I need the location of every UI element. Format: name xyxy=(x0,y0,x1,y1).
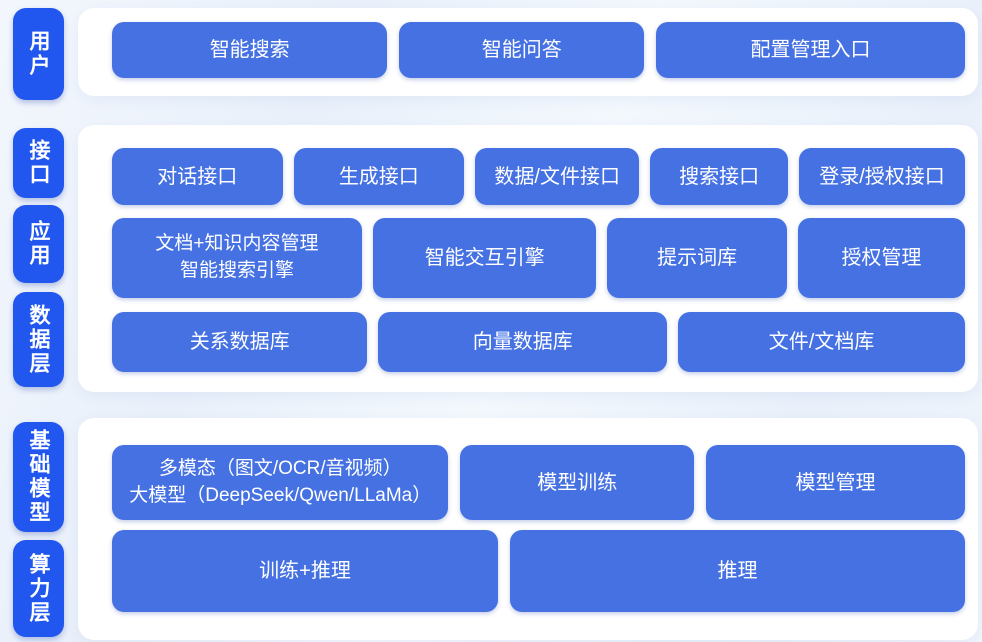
block-training-plus-inference: 训练+推理 xyxy=(112,530,499,612)
layer-pill-base-model: 基础模型 xyxy=(13,422,64,532)
block-dialog-api: 对话接口 xyxy=(112,148,283,205)
layer-pill-user: 用户 xyxy=(13,8,64,100)
block-prompt-library: 提示词库 xyxy=(607,218,787,298)
block-model-management: 模型管理 xyxy=(705,445,965,520)
layer-pill-user-label: 用户 xyxy=(27,30,50,78)
row-compute: 训练+推理 推理 xyxy=(112,530,965,612)
block-authorization-management: 授权管理 xyxy=(797,218,966,298)
row-interfaces: 对话接口 生成接口 数据/文件接口 搜索接口 登录/授权接口 xyxy=(112,148,965,205)
block-model-training: 模型训练 xyxy=(460,445,694,520)
card-middle-layers: 对话接口 生成接口 数据/文件接口 搜索接口 登录/授权接口 文档+知识内容管理… xyxy=(78,125,978,392)
layer-pill-compute-layer-label: 算力层 xyxy=(27,552,50,625)
block-vector-database: 向量数据库 xyxy=(378,312,668,372)
card-user-layer: 智能搜索 智能问答 配置管理入口 xyxy=(78,8,978,96)
block-search-api: 搜索接口 xyxy=(650,148,789,205)
block-smart-search: 智能搜索 xyxy=(112,22,388,78)
row-base-models: 多模态（图文/OCR/音视频） 大模型（DeepSeek/Qwen/LLaMa）… xyxy=(112,445,965,520)
block-login-auth-api: 登录/授权接口 xyxy=(799,148,965,205)
card-bottom-layers: 多模态（图文/OCR/音视频） 大模型（DeepSeek/Qwen/LLaMa）… xyxy=(78,418,978,640)
row-applications: 文档+知识内容管理 智能搜索引擎 智能交互引擎 提示词库 授权管理 xyxy=(112,218,966,298)
block-data-file-api: 数据/文件接口 xyxy=(475,148,640,205)
block-relational-database: 关系数据库 xyxy=(112,312,368,372)
block-doc-knowledge-search-engine: 文档+知识内容管理 智能搜索引擎 xyxy=(112,218,362,298)
layer-pill-compute-layer: 算力层 xyxy=(13,540,64,637)
block-config-management-entry: 配置管理入口 xyxy=(656,22,965,78)
block-smart-qa: 智能问答 xyxy=(399,22,645,78)
block-generation-api: 生成接口 xyxy=(293,148,465,205)
layer-pill-data-layer: 数据层 xyxy=(13,292,64,387)
block-smart-interaction-engine: 智能交互引擎 xyxy=(372,218,597,298)
row-user-entries: 智能搜索 智能问答 配置管理入口 xyxy=(112,22,965,78)
layer-pill-interface-label: 接口 xyxy=(27,139,50,187)
layer-pill-interface: 接口 xyxy=(13,128,64,198)
block-inference: 推理 xyxy=(510,530,965,612)
block-file-document-store: 文件/文档库 xyxy=(678,312,965,372)
layer-pill-application: 应用 xyxy=(13,205,64,283)
block-multimodal-large-model: 多模态（图文/OCR/音视频） 大模型（DeepSeek/Qwen/LLaMa） xyxy=(112,445,449,520)
layer-pill-data-layer-label: 数据层 xyxy=(27,303,50,376)
layer-pill-base-model-label: 基础模型 xyxy=(27,429,50,525)
row-data-stores: 关系数据库 向量数据库 文件/文档库 xyxy=(112,312,965,372)
layer-pill-application-label: 应用 xyxy=(27,220,50,268)
